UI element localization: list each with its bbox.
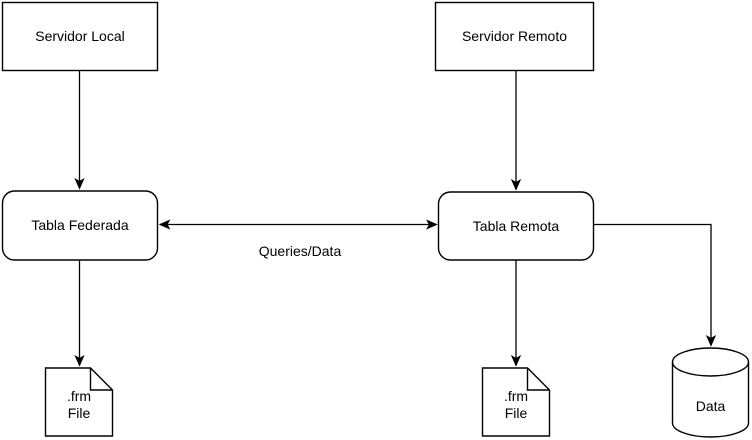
node-servidor-local: Servidor Local [1, 1, 159, 72]
data-cylinder-top-curve [671, 361, 750, 377]
frm-file-local-fold-icon [89, 368, 113, 391]
tabla-federada-label: Tabla Federada [31, 217, 129, 233]
tabla-remota-box [437, 191, 595, 261]
frm-file-local-document [44, 367, 114, 437]
frm-file-remote-label-line2: File [505, 405, 528, 421]
node-frm-file-remote: .frm File [481, 367, 551, 437]
node-frm-file-local: .frm File [44, 367, 114, 437]
frm-file-remote-document [481, 367, 551, 437]
node-servidor-remoto: Servidor Remoto [434, 1, 595, 72]
servidor-local-box [1, 1, 159, 72]
frm-file-remote-fold-icon [526, 368, 550, 391]
edges-layer: Queries/Data [74, 71, 717, 367]
data-cylinder-label: Data [696, 398, 726, 414]
frm-file-remote-label-line1: .frm [504, 388, 528, 404]
frm-file-local-label-line1: .frm [67, 388, 91, 404]
tabla-remota-label: Tabla Remota [473, 218, 560, 234]
servidor-remoto-label: Servidor Remoto [462, 28, 567, 44]
edge-label-queries-data: Queries/Data [259, 243, 342, 259]
servidor-remoto-box [434, 1, 595, 72]
data-cylinder-body [671, 347, 750, 438]
node-tabla-remota: Tabla Remota [437, 191, 595, 261]
frm-file-local-label-line2: File [68, 405, 91, 421]
tabla-federada-box [1, 190, 159, 261]
node-data-cylinder: Data [671, 347, 750, 438]
edge-tabla-remota-to-data [593, 223, 717, 347]
servidor-local-label: Servidor Local [35, 28, 125, 44]
node-tabla-federada: Tabla Federada [1, 190, 159, 261]
